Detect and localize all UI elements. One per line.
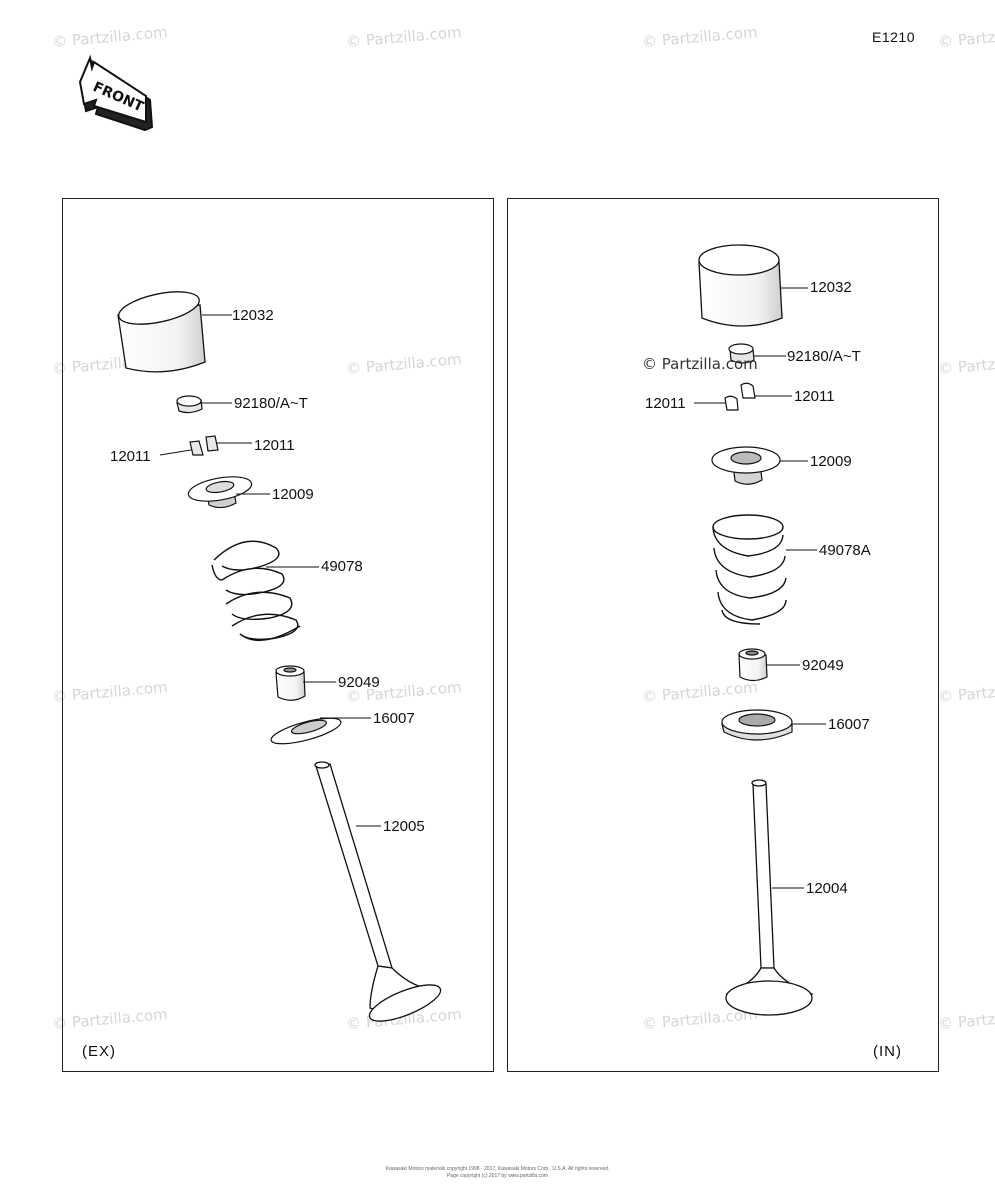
leader-lines-ex: [159, 314, 381, 827]
label-in-stem-seal: 92049: [802, 657, 844, 674]
label-in-retainer: 12009: [810, 453, 852, 470]
label-ex-spring: 49078: [321, 558, 363, 575]
shim-part: [728, 343, 755, 364]
footer-copyright-line2: Page copyright (c) 2017 by www.partzilla…: [446, 1173, 549, 1179]
label-in-keeper-right: 12011: [794, 388, 835, 405]
keeper-part: [724, 382, 756, 411]
label-ex-shim: 92180/A~T: [234, 395, 308, 412]
retainer-part: [711, 446, 781, 485]
label-ex-keeper-left: 12011: [110, 448, 151, 465]
intake-panel: [507, 198, 939, 1072]
keeper-part: [189, 435, 219, 456]
intake-panel-tag: (IN): [873, 1043, 902, 1060]
label-ex-retainer: 12009: [272, 486, 314, 503]
inline-watermark: © Partzilla.com: [642, 355, 758, 373]
retainer-part: [187, 476, 253, 509]
spring-seat-part: [721, 709, 793, 741]
footer-copyright-line1: Kawasaki Motors materials copyright 1998…: [385, 1166, 610, 1172]
tappet-part: [117, 291, 206, 373]
label-in-spring-seat: 16007: [828, 716, 870, 733]
intake-valve-part: [725, 779, 814, 1016]
label-ex-spring-seat: 16007: [373, 710, 415, 727]
exhaust-valve-part: [314, 761, 442, 1022]
front-arrow-icon: FRONT: [78, 54, 154, 132]
exhaust-panel: [62, 198, 494, 1072]
spring-part: [712, 514, 787, 625]
label-in-valve: 12004: [806, 880, 848, 897]
label-in-keeper-left: 12011: [645, 395, 686, 412]
label-in-tappet: 12032: [810, 279, 852, 296]
shim-part: [176, 395, 203, 414]
diagram-code: E1210: [872, 29, 915, 45]
spring-part: [211, 540, 301, 642]
label-ex-tappet: 12032: [232, 307, 274, 324]
label-ex-keeper-right: 12011: [254, 437, 295, 454]
exhaust-panel-tag: (EX): [82, 1043, 116, 1060]
spring-seat-part: [270, 717, 342, 745]
stem-seal-part: [738, 648, 768, 682]
stem-seal-part: [275, 665, 306, 701]
label-in-shim: 92180/A~T: [787, 348, 861, 365]
label-ex-stem-seal: 92049: [338, 674, 380, 691]
label-ex-valve: 12005: [383, 818, 425, 835]
tappet-part: [698, 244, 783, 327]
leader-lines-in: [694, 287, 826, 889]
label-in-spring: 49078A: [819, 542, 871, 559]
